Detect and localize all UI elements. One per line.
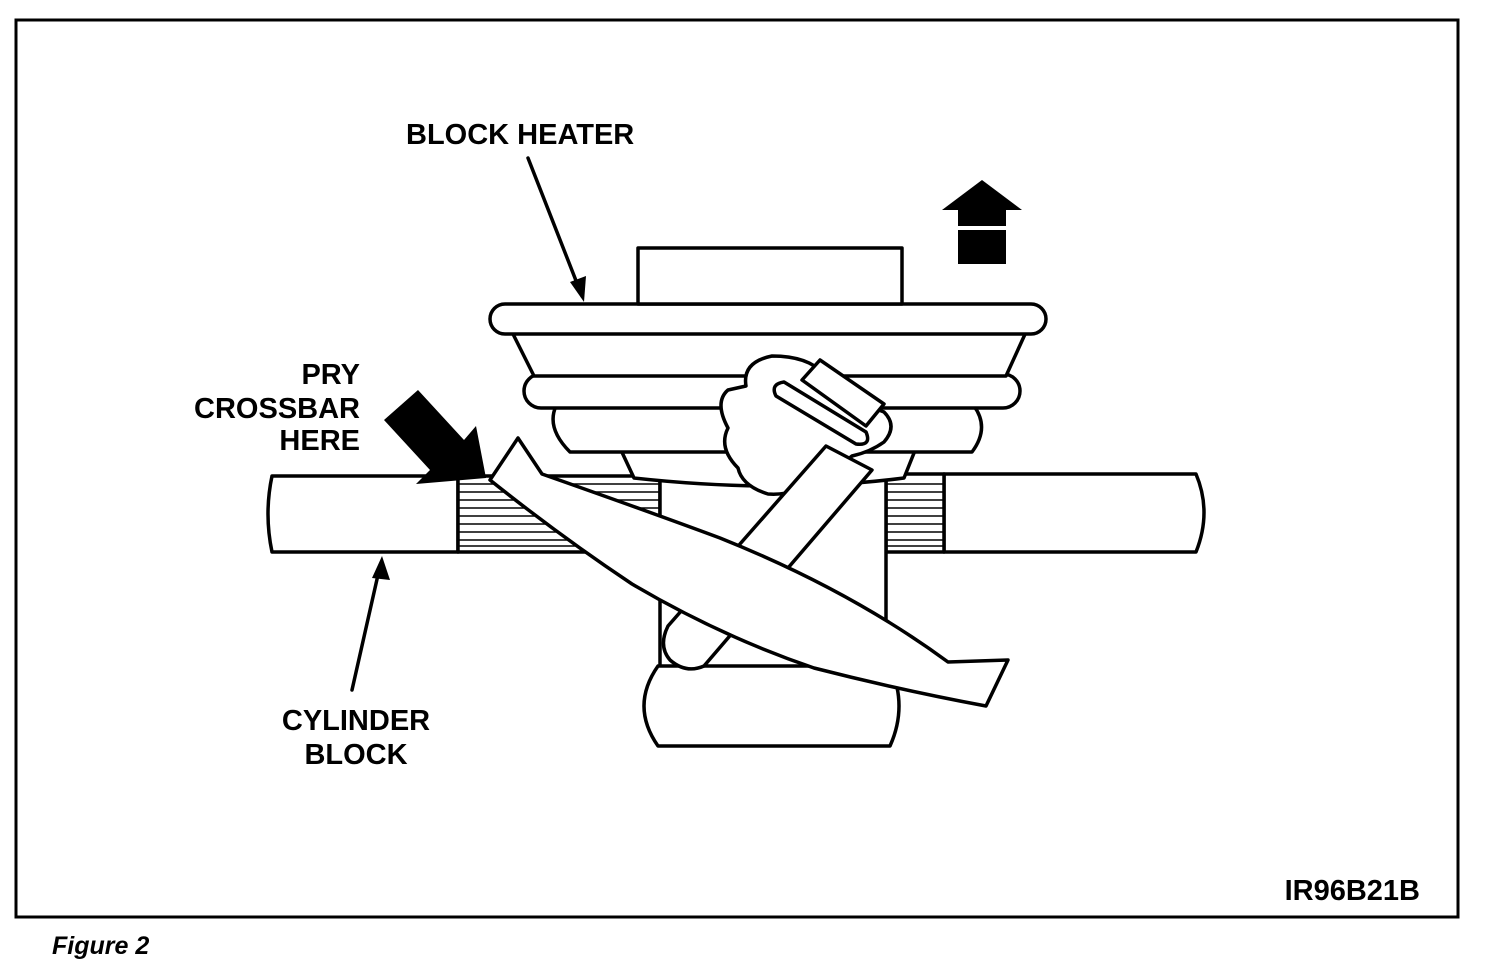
cylinder-block-leader bbox=[350, 564, 382, 692]
figure-frame bbox=[14, 18, 1460, 919]
block-heater-leader bbox=[526, 156, 584, 298]
figure-caption: Figure 2 bbox=[52, 932, 149, 960]
crossbar bbox=[488, 436, 1010, 708]
label-cylinder-line1: CYLINDER bbox=[282, 705, 430, 737]
cylinder-block-leader-head bbox=[372, 556, 390, 580]
label-pry-line1: PRY bbox=[301, 359, 360, 391]
hatch-right bbox=[886, 483, 944, 547]
label-pry-line3: HERE bbox=[279, 425, 360, 457]
label-cylinder-line2: BLOCK bbox=[304, 739, 407, 771]
figure-id: IR96B21B bbox=[1285, 875, 1420, 907]
upward-arrow bbox=[942, 180, 1022, 264]
pry-point-arrow bbox=[384, 390, 486, 484]
label-block-heater: BLOCK HEATER bbox=[406, 119, 634, 151]
block-heater-leader-head bbox=[570, 276, 586, 302]
label-pry-line2: CROSSBAR bbox=[194, 393, 360, 425]
